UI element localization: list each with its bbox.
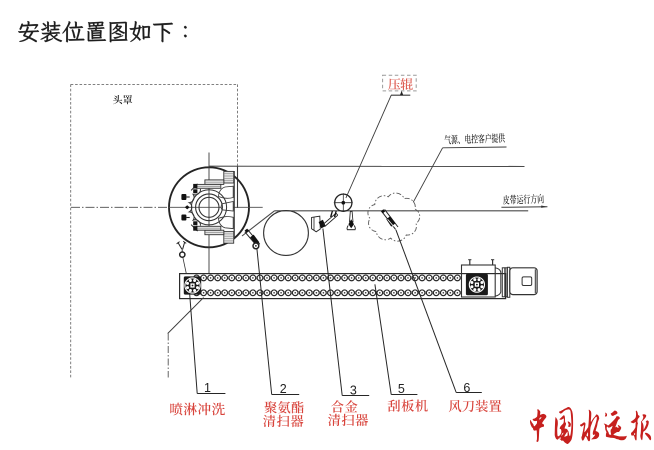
svg-text:6: 6 (463, 381, 470, 395)
svg-text:1: 1 (204, 381, 211, 395)
svg-text:5: 5 (398, 382, 405, 396)
svg-text:3: 3 (350, 383, 357, 397)
svg-text:2: 2 (280, 382, 287, 396)
